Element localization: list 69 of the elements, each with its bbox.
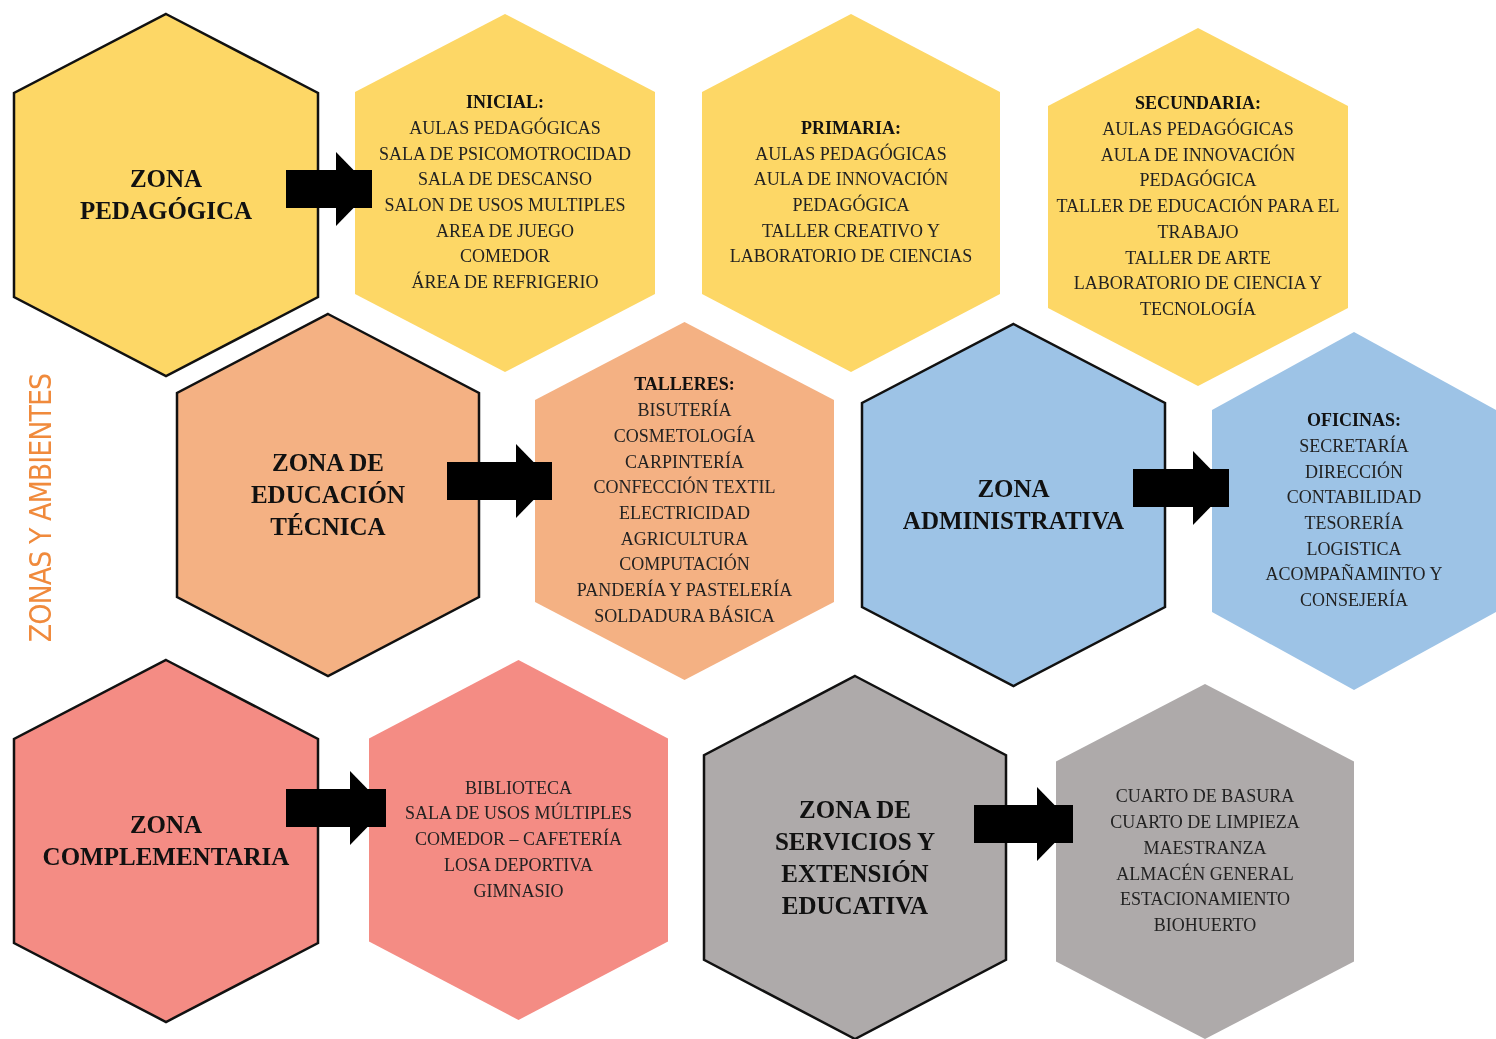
zone-title: ZONA ADMINISTRATIVA: [901, 474, 1126, 536]
list-heading: SECUNDARIA:: [1134, 92, 1262, 116]
list-item: ESTACIONAMIENTO: [1118, 888, 1292, 912]
list-item: CUARTO DE LIMPIEZA: [1109, 811, 1301, 835]
list-item: DIRECCIÓN: [1304, 460, 1404, 484]
list-item: LOGISTICA: [1305, 537, 1403, 561]
list-item: AGRICULTURA: [619, 527, 750, 551]
list-item: CONTABILIDAD: [1285, 486, 1423, 510]
zone-title: ZONA COMPLEMENTARIA: [41, 810, 291, 872]
list-item: BIBLIOTECA: [464, 776, 573, 800]
room-list-hexagon: [702, 14, 1000, 372]
list-item: AULAS PEDAGÓGICAS: [754, 142, 948, 166]
list-item: TESORERÍA: [1303, 511, 1405, 535]
block-arrow: [447, 444, 552, 518]
block-arrow: [1133, 451, 1229, 525]
block-arrow: [286, 152, 372, 226]
list-item: TALLER DE ARTE: [1124, 246, 1272, 270]
block-arrow: [286, 771, 386, 845]
zone-hexagon: [177, 314, 479, 676]
room-list-hexagon: [355, 14, 655, 372]
list-item: AULA DE INNOVACIÓN PEDAGÓGICA: [752, 167, 950, 217]
list-heading: TALLERES:: [633, 373, 736, 397]
list-item: CONFECCIÓN TEXTIL: [592, 475, 777, 500]
zone-hexagon: [862, 324, 1165, 686]
room-list-hexagon: [1056, 684, 1354, 1039]
list-item: COSMETOLOGÍA: [612, 424, 757, 448]
list-item: ACOMPAÑAMINTO Y CONSEJERÍA: [1264, 563, 1444, 613]
list-item: SOLDADURA BÁSICA: [593, 604, 776, 628]
list-item: AREA DE JUEGO: [435, 219, 575, 243]
list-item: AULAS PEDAGÓGICAS: [1101, 117, 1295, 142]
list-heading: OFICINAS:: [1306, 409, 1402, 433]
list-item: AULAS PEDAGÓGICAS: [408, 116, 602, 140]
room-list-hexagon: [1212, 332, 1496, 690]
list-item: LABORATORIO DE CIENCIA Y TECNOLOGÍA: [1072, 272, 1324, 321]
list-item: CUARTO DE BASURA: [1114, 785, 1296, 809]
list-item: COMEDOR: [459, 245, 551, 269]
zone-hexagon: [14, 14, 318, 376]
list-item: CARPINTERÍA: [624, 450, 745, 474]
list-item: LOSA DEPORTIVA: [442, 853, 595, 877]
list-heading: PRIMARIA:: [800, 116, 902, 140]
list-item: SALON DE USOS MULTIPLES: [383, 194, 627, 217]
zone-title: ZONA DE EDUCACIÓN TÉCNICA: [249, 448, 407, 542]
room-list-hexagon: [1048, 28, 1348, 386]
list-item: AULA DE INNOVACIÓN PEDAGÓGICA: [1099, 143, 1297, 193]
room-list-hexagon: [369, 660, 668, 1020]
list-item: MAESTRANZA: [1142, 836, 1268, 860]
side-title: ZONAS Y AMBIENTES: [22, 373, 58, 643]
list-item: SALA DE DESCANSO: [417, 168, 593, 192]
zone-hexagon: [14, 660, 318, 1022]
list-item: COMPUTACIÓN: [618, 552, 751, 577]
zone-title: ZONA DE SERVICIOS Y EXTENSIÓN EDUCATIVA: [773, 794, 936, 921]
list-item: BIOHUERTO: [1152, 913, 1258, 937]
list-item: ÁREA DE REFRIGERIO: [410, 270, 600, 295]
zone-title: ZONA PEDAGÓGICA: [78, 164, 254, 226]
list-item: SALA DE USOS MÚLTIPLES: [404, 801, 633, 826]
list-item: COMEDOR – CAFETERÍA: [414, 827, 623, 852]
list-item: TALLER DE EDUCACIÓN PARA EL TRABAJO: [1055, 194, 1341, 244]
list-item: GIMNASIO: [472, 879, 565, 903]
list-heading: INICIAL:: [465, 91, 545, 115]
list-item: ALMACÉN GENERAL: [1115, 862, 1295, 886]
list-item: SALA DE PSICOMOTROCIDAD: [378, 142, 632, 166]
list-item: PANDERÍA Y PASTELERÍA: [575, 578, 794, 603]
list-item: SECRETARÍA: [1298, 434, 1410, 458]
room-list-hexagon: [535, 322, 834, 680]
list-item: TALLER CREATIVO Y LABORATORIO DE CIENCIAS: [728, 219, 974, 269]
list-item: ELECTRICIDAD: [618, 502, 751, 525]
list-item: BISUTERÍA: [636, 398, 733, 423]
block-arrow: [974, 787, 1073, 861]
zone-hexagon: [704, 676, 1006, 1039]
